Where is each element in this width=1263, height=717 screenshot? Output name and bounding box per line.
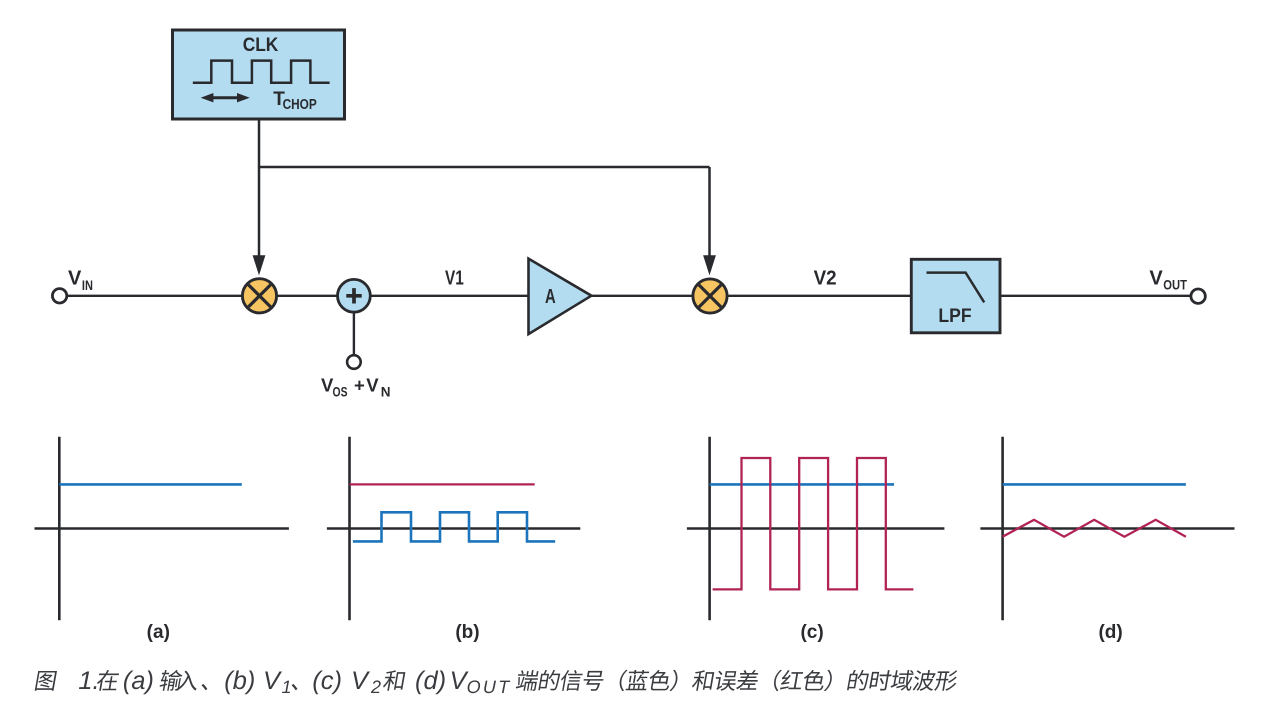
svg-text:N: N	[381, 385, 391, 400]
svg-text:(c): (c)	[800, 622, 823, 643]
svg-text:(b): (b)	[455, 622, 479, 643]
svg-text:(d): (d)	[1098, 622, 1122, 643]
svg-text:V: V	[1149, 268, 1163, 290]
svg-text:V2: V2	[814, 266, 837, 289]
svg-text:LPF: LPF	[938, 306, 971, 327]
svg-text:CHOP: CHOP	[283, 97, 317, 113]
svg-text:V: V	[68, 268, 82, 290]
svg-text:+: +	[354, 375, 365, 396]
svg-text:V: V	[321, 375, 334, 396]
svg-text:V1: V1	[445, 267, 464, 290]
svg-text:OUT: OUT	[1163, 277, 1187, 292]
svg-text:V: V	[366, 375, 379, 396]
svg-text:(a): (a)	[147, 622, 170, 643]
svg-text:OS: OS	[333, 385, 348, 400]
svg-text:T: T	[273, 89, 285, 110]
svg-text:A: A	[545, 285, 556, 308]
svg-text:CLK: CLK	[243, 35, 279, 56]
svg-text:IN: IN	[82, 277, 93, 293]
